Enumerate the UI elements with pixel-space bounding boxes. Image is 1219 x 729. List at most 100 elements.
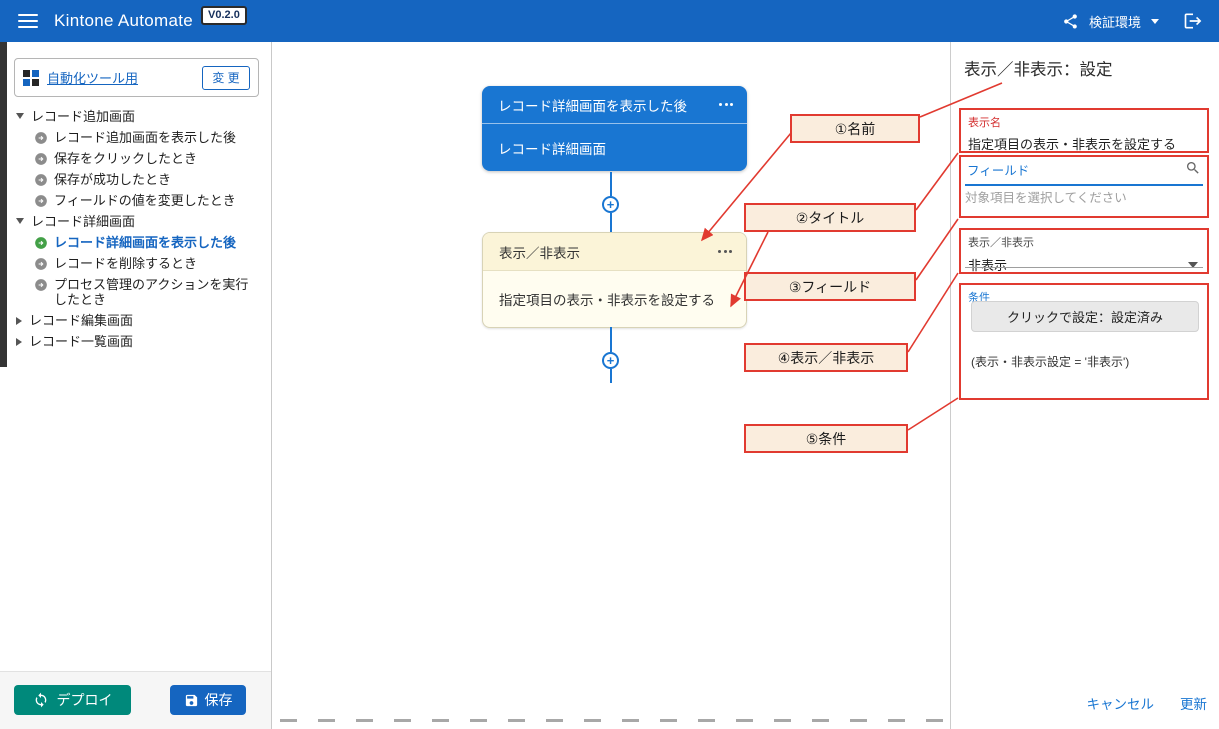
- visibility-value[interactable]: 非表示: [968, 258, 1008, 273]
- tree-group-record-add-screen[interactable]: レコード追加画面: [0, 106, 267, 127]
- event-circle-icon: [35, 258, 47, 270]
- display-name-value[interactable]: 指定項目の表示・非表示を設定する: [968, 137, 1177, 152]
- tree-label: 保存をクリックしたとき: [54, 151, 198, 166]
- visibility-label: 表示／非表示: [968, 237, 1034, 249]
- caret-down-icon[interactable]: [1151, 18, 1159, 24]
- tree-label: フィールドの値を変更したとき: [54, 193, 236, 208]
- save-floppy-icon: [185, 694, 197, 706]
- tree-label: レコード追加画面: [31, 109, 136, 124]
- node-menu-dots-icon[interactable]: [716, 246, 734, 257]
- app-title: Kintone Automate: [54, 11, 194, 30]
- panel-title: 表示／非表示：設定: [964, 61, 1113, 79]
- sidebar-scrollbar[interactable]: [0, 42, 7, 367]
- connector-line: [610, 327, 612, 352]
- node-header: 表示／非表示: [483, 233, 746, 271]
- condition-expression: (表示・非表示設定 = '非表示'): [971, 355, 1130, 369]
- flow-node-action[interactable]: 表示／非表示 指定項目の表示・非表示を設定する: [482, 232, 747, 328]
- field-select-field[interactable]: フィールド: [959, 155, 1209, 218]
- event-circle-icon-active: [35, 237, 47, 249]
- tree-label: レコード詳細画面: [31, 214, 136, 229]
- event-circle-icon: [35, 132, 47, 144]
- triangle-down-icon: [16, 218, 24, 224]
- triangle-right-icon: [16, 317, 22, 325]
- cancel-button[interactable]: キャンセル: [1086, 697, 1155, 712]
- event-circle-icon: [35, 279, 47, 291]
- add-node-plus-icon[interactable]: +: [602, 352, 619, 369]
- dropdown-caret-icon[interactable]: [1188, 261, 1198, 268]
- share-icon[interactable]: [1062, 13, 1079, 30]
- flow-node-trigger[interactable]: レコード詳細画面を表示した後 レコード詳細画面: [482, 86, 747, 171]
- tree-label: レコード追加画面を表示した後: [54, 130, 237, 145]
- environment-selector[interactable]: 検証環境: [1088, 14, 1141, 30]
- topbar-right: 検証環境: [1062, 11, 1203, 31]
- menu-icon[interactable]: [18, 10, 38, 32]
- callout-field: ③フィールド: [744, 272, 916, 301]
- sidebar: 自動化ツール用 変 更 レコード追加画面 レコード追加画面を表示した後 保存をク…: [0, 42, 272, 729]
- settings-panel: 表示／非表示：設定 表示名 指定項目の表示・非表示を設定する フィールド 表示／…: [950, 42, 1219, 729]
- display-name-label: 表示名: [968, 117, 1001, 129]
- deploy-button[interactable]: デプロイ: [14, 685, 131, 715]
- save-button-label: 保存: [204, 692, 233, 708]
- callout-visibility: ④表示／非表示: [744, 343, 908, 372]
- condition-config-button[interactable]: クリックで設定：設定済み: [971, 301, 1199, 332]
- deploy-sync-icon: [35, 692, 46, 708]
- triangle-down-icon: [16, 113, 24, 119]
- event-circle-icon: [35, 174, 47, 186]
- node-header-label: 表示／非表示: [499, 245, 580, 261]
- add-node-plus-icon[interactable]: +: [602, 196, 619, 213]
- tree-label: レコード詳細画面を表示した後: [54, 235, 237, 250]
- node-body-label: 指定項目の表示・非表示を設定する: [499, 293, 715, 308]
- update-button[interactable]: 更新: [1180, 697, 1207, 712]
- tree-group-record-list-screen[interactable]: レコード一覧画面: [0, 331, 267, 352]
- node-menu-dots-icon[interactable]: [717, 99, 735, 110]
- save-button[interactable]: 保存: [170, 685, 246, 715]
- sidebar-footer: デプロイ 保存: [0, 671, 271, 729]
- node-header: レコード詳細画面を表示した後: [482, 86, 747, 124]
- event-circle-icon: [35, 195, 47, 207]
- flow-canvas: レコード詳細画面を表示した後 レコード詳細画面 + 表示／非表示 指定項目の表示…: [273, 42, 950, 729]
- tree-item-after-detail-display[interactable]: レコード詳細画面を表示した後: [0, 232, 267, 253]
- version-badge: V0.2.0: [201, 6, 247, 25]
- change-app-button[interactable]: 変 更: [202, 65, 250, 90]
- field-label: フィールド: [967, 164, 1030, 178]
- tree-label: プロセス管理のアクションを実行したとき: [54, 277, 249, 307]
- callout-name: ①名前: [790, 114, 920, 143]
- topbar: Kintone Automate V0.2.0 検証環境: [0, 0, 1219, 42]
- callout-condition: ⑤条件: [744, 424, 908, 453]
- node-body-label: レコード詳細画面: [498, 141, 606, 157]
- connector-line: [610, 172, 612, 196]
- tree-item-after-add-display[interactable]: レコード追加画面を表示した後: [0, 127, 267, 148]
- input-underline: [965, 267, 1203, 268]
- tree-item-save-clicked[interactable]: 保存をクリックしたとき: [0, 148, 267, 169]
- tree-item-process-action[interactable]: プロセス管理のアクションを実行したとき: [0, 274, 267, 310]
- deploy-button-label: デプロイ: [56, 692, 113, 708]
- tree-item-save-succeeded[interactable]: 保存が成功したとき: [0, 169, 267, 190]
- search-icon[interactable]: [1185, 160, 1201, 176]
- field-search-input[interactable]: [965, 191, 1195, 205]
- tree-item-field-changed[interactable]: フィールドの値を変更したとき: [0, 190, 267, 211]
- tree-item-record-delete[interactable]: レコードを削除するとき: [0, 253, 267, 274]
- visibility-select[interactable]: 表示／非表示 非表示: [959, 228, 1209, 274]
- canvas-scrollbar[interactable]: [280, 719, 1219, 722]
- condition-field: 条件 クリックで設定：設定済み (表示・非表示設定 = '非表示'): [959, 283, 1209, 400]
- tree-label: 保存が成功したとき: [54, 172, 172, 187]
- triangle-right-icon: [16, 338, 22, 346]
- tree-group-record-detail-screen[interactable]: レコード詳細画面: [0, 211, 267, 232]
- display-name-field[interactable]: 表示名 指定項目の表示・非表示を設定する: [959, 108, 1209, 153]
- panel-footer: キャンセル 更新: [1087, 693, 1208, 713]
- tree-label: レコードを削除するとき: [54, 256, 198, 271]
- input-underline: [965, 184, 1203, 186]
- tree-group-record-edit-screen[interactable]: レコード編集画面: [0, 310, 267, 331]
- logout-icon[interactable]: [1183, 11, 1203, 31]
- app-selector-box: 自動化ツール用 変 更: [14, 58, 259, 97]
- event-circle-icon: [35, 153, 47, 165]
- tree-label: レコード一覧画面: [29, 334, 134, 349]
- apps-grid-icon: [23, 69, 39, 86]
- app-link[interactable]: 自動化ツール用: [47, 71, 139, 86]
- connector-line: [610, 369, 612, 383]
- node-header-label: レコード詳細画面を表示した後: [498, 98, 687, 114]
- event-tree: レコード追加画面 レコード追加画面を表示した後 保存をクリックしたとき 保存が成…: [0, 106, 267, 352]
- connector-line: [610, 213, 612, 232]
- tree-label: レコード編集画面: [29, 313, 134, 328]
